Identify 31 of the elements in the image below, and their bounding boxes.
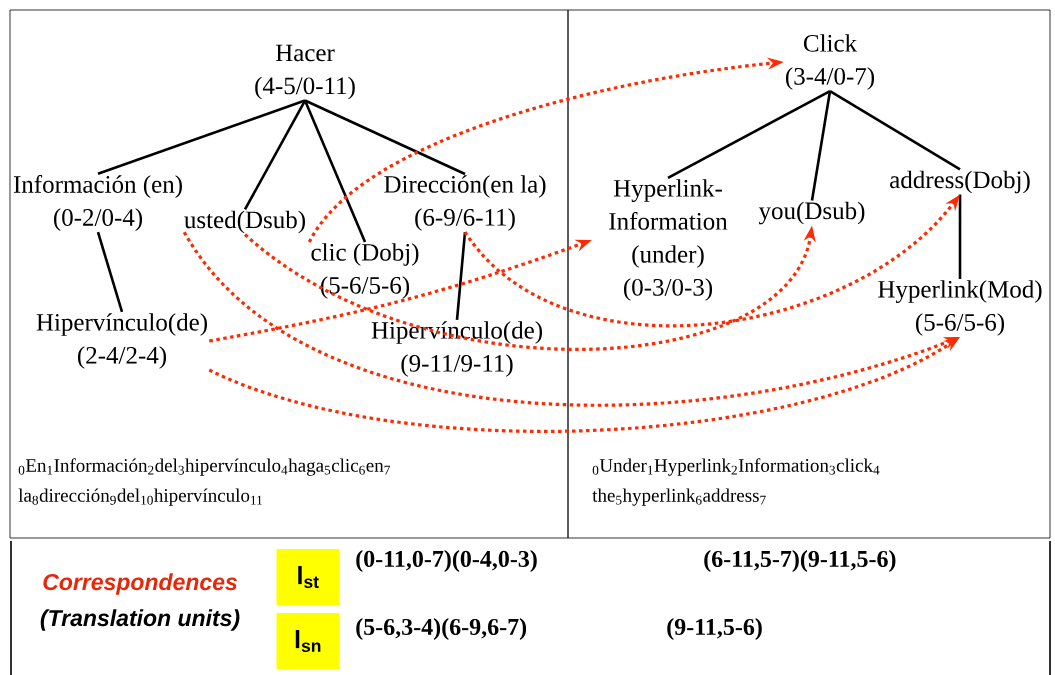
symbol-box: l$_{st}$	[276, 549, 340, 605]
sentence-text: $_{0}$Under$_{1}$Hyperlink$_{2}$Information$_{3}$click$_{4}$ the$_{5}$hyperlink$_{6}$address$_{7}$	[592, 458, 880, 506]
tree-node-label: Dirección(en la) (6-9/6-11)	[384, 175, 546, 231]
tree-node-label: Click (3-4/0-7)	[786, 34, 875, 90]
tree-node-label: usted(Dsub)	[184, 210, 305, 234]
tree-line	[829, 89, 961, 171]
correspondence-list: (0-11,0-7)(0-4,0-3)	[356, 550, 537, 572]
tree-line	[958, 194, 962, 279]
heading-text: Correspondences	[43, 573, 237, 595]
tree-line	[303, 100, 367, 243]
tree-line	[667, 89, 831, 180]
tree-node-label: clic (Dobj) (5-6/5-6)	[311, 243, 419, 299]
heading-text: (Translation units)	[40, 609, 240, 631]
sentence-text: $_{0}$En$_{1}$Información$_{2}$del$_{3}$hipervínculo$_{4}$haga$_{5}$clic$_{6}$en$_{7}$ la$_{8}$dirección$_{9}$del$_{10}$hipervínculo$_{11}$	[18, 458, 390, 506]
tree-node-label: Hacer (4-5/0-11)	[255, 44, 355, 100]
correspondence-list: (9-11,5-6)	[667, 618, 762, 640]
tree-node-label: Hipervínculo(de) (2-4/2-4)	[36, 313, 207, 369]
tree-line	[96, 231, 124, 313]
correspondence-list: (5-6,3-4)(6-9,6-7)	[356, 618, 527, 640]
correspondence-list: (6-11,5-7)(9-11,5-6)	[704, 550, 896, 572]
tree-line	[304, 99, 466, 176]
tree-node-label: Hyperlink(Mod) (5-6/5-6)	[878, 280, 1042, 336]
tree-node-label: address(Dobj)	[890, 170, 1030, 194]
tree-line	[97, 99, 306, 176]
tree-node-label: you(Dsub)	[758, 201, 865, 225]
tree-line	[455, 231, 467, 321]
symbol-box: l$_{sn}$	[276, 613, 340, 669]
tree-node-label: Información (en) (0-2/0-4)	[13, 175, 182, 231]
tree-node-label: Hyperlink-Information (under) (0-3/0-3)	[609, 179, 728, 301]
tree-line	[243, 99, 307, 211]
tree-line	[810, 90, 832, 201]
